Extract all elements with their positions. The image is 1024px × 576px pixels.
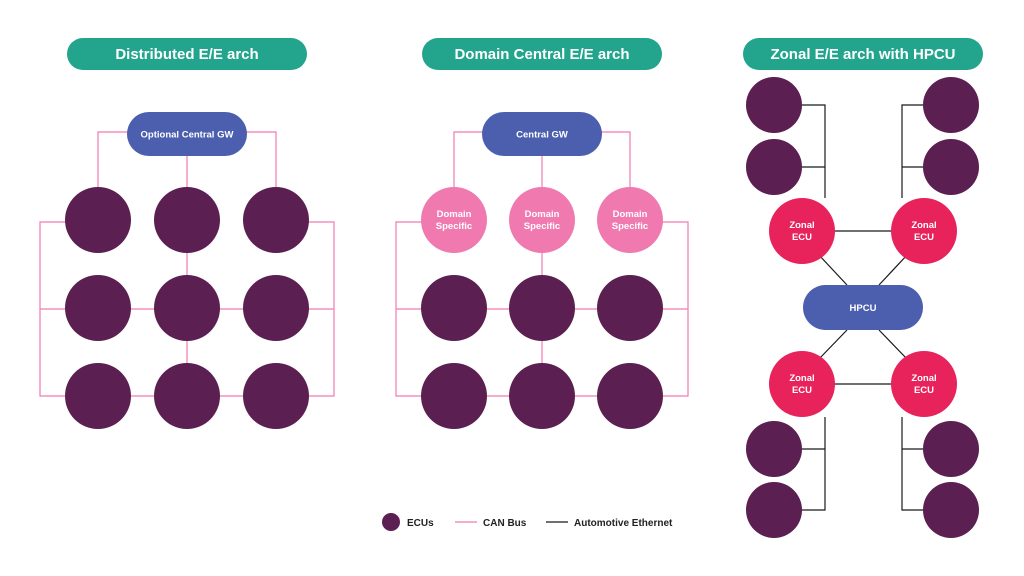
ecu-node (421, 275, 487, 341)
ecu-node (746, 139, 802, 195)
zonal-ecus: Zonal ECU Zonal ECU Zonal ECU Zonal ECU (769, 198, 957, 417)
ecu-grid (65, 187, 309, 429)
title-pill (743, 38, 983, 70)
domain-controller (421, 187, 487, 253)
ecu-node (65, 275, 131, 341)
ecu-node (509, 363, 575, 429)
zonal-label: Zonal (911, 373, 936, 384)
domain-label: Domain (613, 209, 648, 220)
ecu-node (154, 363, 220, 429)
title-distributed: Distributed E/E arch (67, 38, 307, 70)
ecu-node (923, 482, 979, 538)
panel-distributed: Optional Central GW (39, 112, 335, 429)
zonal-ecu (891, 351, 957, 417)
title-label: Domain Central E/E arch (454, 46, 629, 63)
gateway-label: Central GW (516, 130, 568, 141)
can-bus-lines (39, 131, 335, 397)
ecu-node (243, 275, 309, 341)
legend-can-bus-label: CAN Bus (483, 518, 527, 529)
ecu-node (746, 482, 802, 538)
title-pill (67, 38, 307, 70)
ethernet-line (878, 253, 909, 286)
title-label: Distributed E/E arch (115, 46, 258, 63)
panel-zonal: Zonal ECU Zonal ECU Zonal ECU Zonal ECU … (746, 77, 979, 538)
ecu-node (243, 363, 309, 429)
central-gateway (127, 112, 247, 156)
zonal-label: ECU (914, 385, 934, 396)
ecu-nodes (746, 77, 979, 538)
zonal-ecu (769, 351, 835, 417)
ecu-node (923, 77, 979, 133)
ethernet-line (817, 329, 848, 361)
legend-ethernet-label: Automotive Ethernet (574, 518, 673, 529)
ecu-node (509, 275, 575, 341)
legend-ecu-label: ECUs (407, 518, 434, 529)
gateway-label: Optional Central GW (141, 130, 234, 141)
zonal-label: Zonal (911, 220, 936, 231)
ecu-node (746, 77, 802, 133)
ecu-node (597, 275, 663, 341)
ecu-node (923, 139, 979, 195)
can-bus-lines (395, 131, 689, 397)
domain-controller (597, 187, 663, 253)
zonal-label: Zonal (789, 373, 814, 384)
title-pill (422, 38, 662, 70)
ecu-node (421, 363, 487, 429)
title-zonal: Zonal E/E arch with HPCU (743, 38, 983, 70)
ecu-node (923, 421, 979, 477)
zonal-label: Zonal (789, 220, 814, 231)
ecu-node (154, 275, 220, 341)
domain-label: Specific (612, 221, 648, 232)
zonal-label: ECU (792, 232, 812, 243)
hpcu-label: HPCU (850, 303, 877, 314)
domain-controllers: Domain Specific Domain Specific Domain S… (421, 187, 663, 253)
ecu-node (65, 363, 131, 429)
legend: ECUs CAN Bus Automotive Ethernet (382, 513, 673, 531)
ethernet-line (878, 329, 909, 361)
title-label: Zonal E/E arch with HPCU (770, 46, 955, 63)
domain-label: Specific (524, 221, 560, 232)
domain-label: Domain (437, 209, 472, 220)
ethernet-line (817, 253, 848, 286)
domain-label: Specific (436, 221, 472, 232)
zonal-label: ECU (792, 385, 812, 396)
ecu-node (243, 187, 309, 253)
ecu-node (65, 187, 131, 253)
domain-controller (509, 187, 575, 253)
ecu-node (597, 363, 663, 429)
ecu-grid (421, 275, 663, 429)
title-domain-central: Domain Central E/E arch (422, 38, 662, 70)
legend-ecu-swatch (382, 513, 400, 531)
central-gateway (482, 112, 602, 156)
ecu-node (746, 421, 802, 477)
zonal-ecu (769, 198, 835, 264)
panel-domain-central: Central GW Domain Specific Domain Specif… (395, 112, 689, 429)
domain-label: Domain (525, 209, 560, 220)
hpcu-node (803, 285, 923, 330)
zonal-label: ECU (914, 232, 934, 243)
zonal-ecu (891, 198, 957, 264)
ecu-node (154, 187, 220, 253)
